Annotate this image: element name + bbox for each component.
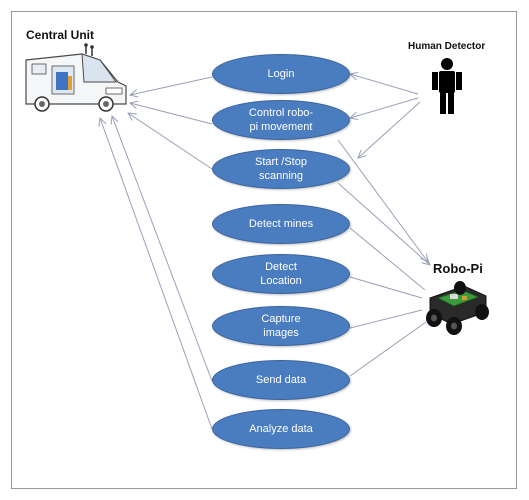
link-robo-send [349,321,427,377]
link-control-central [130,103,213,125]
link-robo-location [349,276,423,299]
stick-figure-icon [432,58,462,114]
use-case-analyze-data: Analyze data [212,409,350,449]
use-case-detect-location: Detect Location [212,254,350,294]
link-human-control [350,97,419,118]
van-vehicle-icon [25,43,127,112]
use-case-capture-images: Capture images [212,306,350,346]
use-case-start-stop-scanning: Start /Stop scanning [212,149,350,189]
link-control-robo [337,139,428,262]
link-robo-capture [349,309,423,329]
link-send-central [112,116,213,382]
link-scan-robo [337,182,430,265]
link-human-scan [358,101,421,158]
link-robo-mines [349,227,426,291]
use-case-control-movement: Control robo- pi movement [212,100,350,140]
link-scan-central [128,113,213,170]
robo-pi-label: Robo-Pi [433,261,483,276]
human-detector-label: Human Detector [408,41,486,52]
use-case-login: Login [212,54,350,94]
link-human-login [350,74,419,95]
link-login-central [130,76,213,95]
use-case-send-data: Send data [212,360,350,400]
link-analyze-central [100,118,213,430]
central-unit-label: Central Unit [26,28,95,42]
use-case-detect-mines: Detect mines [212,204,350,244]
robot-car-icon [426,281,489,335]
